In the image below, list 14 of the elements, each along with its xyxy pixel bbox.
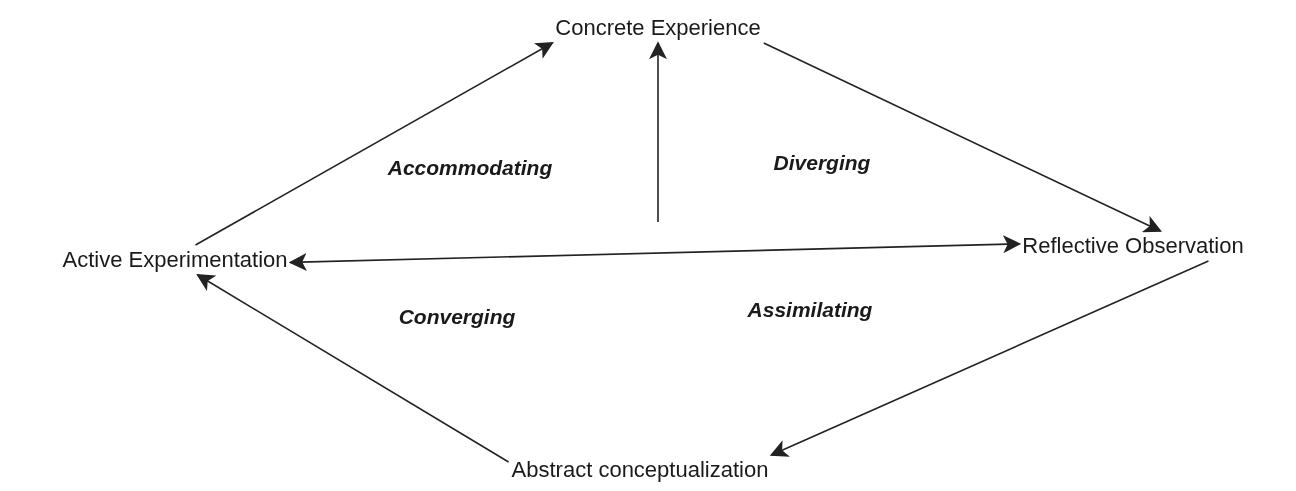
arrow [194,42,554,246]
stage-label: Active Experimentation [59,245,291,275]
style-label: Diverging [773,151,871,175]
stage-label: Concrete Experience [552,13,764,43]
double-arrow [288,235,1022,271]
stage-label: Reflective Observation [1019,231,1247,261]
style-label: Assimilating [747,298,873,322]
arrow [769,260,1210,457]
stage-label: Abstract conceptualization [508,455,772,485]
style-label: Converging [398,305,516,329]
arrow [762,42,1162,233]
arrow [196,274,510,463]
arrow [649,41,667,223]
style-label: Accommodating [387,156,553,180]
